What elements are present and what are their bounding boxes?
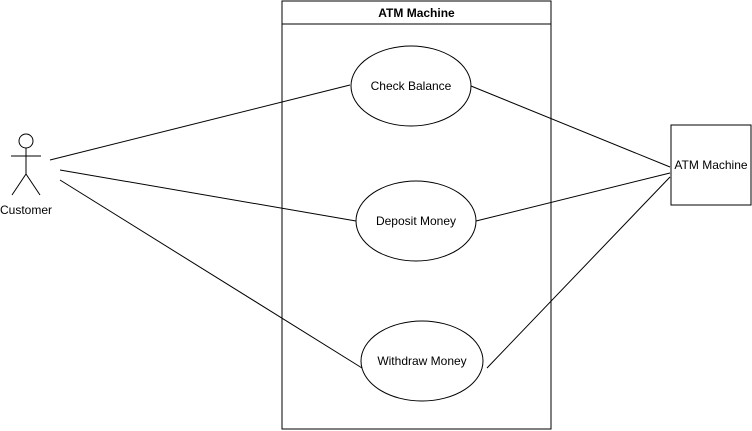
association-customer-check-balance [49,84,351,161]
association-customer-withdraw-money [59,179,363,369]
system-boundary: ATM Machine [281,0,552,430]
actor-label: Customer [0,203,52,217]
use-case-label: Check Balance [371,79,452,93]
use-case-label: Deposit Money [376,214,456,228]
associations [49,84,671,369]
use-case-deposit-money[interactable]: Deposit Money [355,180,477,262]
association-atm-withdraw-money [486,176,671,369]
association-atm-check-balance [470,85,671,168]
actor-customer[interactable]: Customer [0,133,52,217]
association-atm-deposit-money [475,172,671,222]
use-case-label: Withdraw Money [377,354,466,368]
stick-figure-icon [11,133,41,196]
use-case-check-balance[interactable]: Check Balance [350,45,472,127]
system-title: ATM Machine [378,6,455,20]
actor-atm-machine[interactable]: ATM Machine [670,124,752,206]
association-customer-deposit-money [59,169,357,222]
actor-label: ATM Machine [674,158,747,172]
use-case-withdraw-money[interactable]: Withdraw Money [360,320,484,402]
